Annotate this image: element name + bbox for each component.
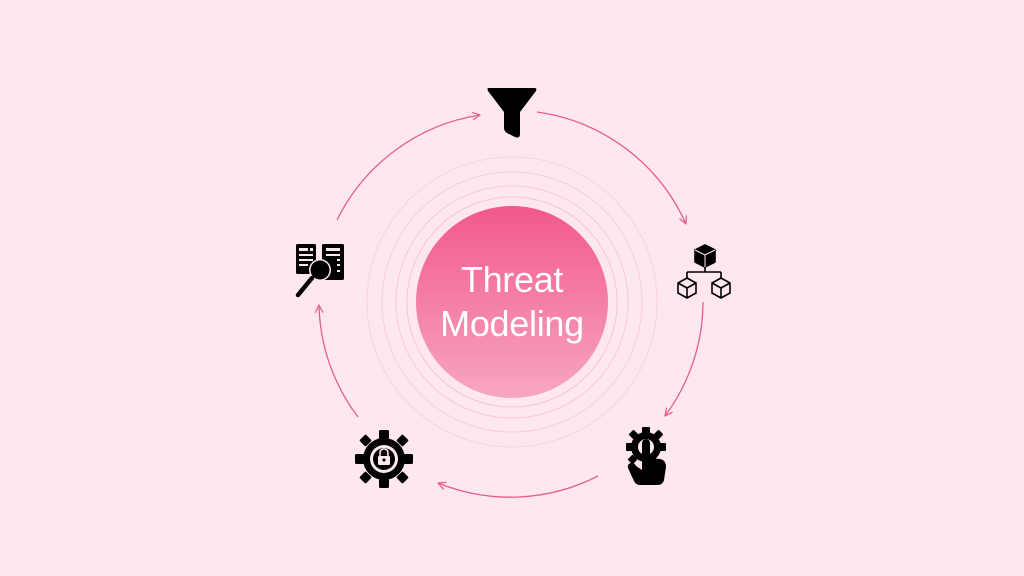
funnel-icon (487, 88, 537, 138)
lock-gear-icon (355, 430, 413, 488)
arrow-lock-to-document (314, 304, 359, 418)
cycle-arrows (314, 111, 704, 498)
ring-inner (406, 196, 618, 408)
ring-third (381, 171, 643, 433)
concentric-rings (366, 156, 658, 448)
document-search-icon (295, 244, 344, 298)
ring-second (395, 185, 629, 419)
center-circle (416, 206, 608, 398)
ring-outer (366, 156, 658, 448)
arrow-document-to-funnel (336, 111, 481, 221)
touch-gear-icon (626, 427, 666, 485)
arrow-funnel-to-hierarchy (536, 111, 687, 225)
arrow-hierarchy-to-touch (664, 301, 704, 417)
arrow-touch-to-lock (437, 475, 599, 498)
hierarchy-cubes-icon (677, 244, 731, 299)
